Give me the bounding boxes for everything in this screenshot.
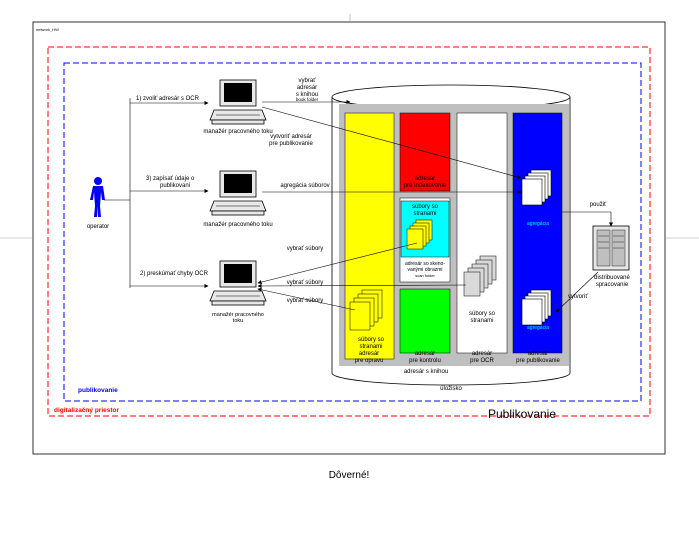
use-label: použiť <box>590 202 607 208</box>
correction-folder-label-1: adresár <box>359 351 379 357</box>
publishing-zone-label: publikovanie <box>78 387 118 394</box>
create-label: vytvoriť <box>568 294 588 300</box>
publishing-folder-label-2: pre publikovanie <box>516 358 560 364</box>
aggregation-bottom-label: agregácia <box>527 325 549 331</box>
indexing-folder-label-1: adresár <box>415 176 435 182</box>
create-publish-folder-arrow <box>261 106 522 180</box>
server-label-2: spracovanie <box>596 282 629 288</box>
distributed-server-icon <box>592 225 630 271</box>
correction-files-stack <box>349 289 383 331</box>
ocr-folder-label-1: adresár <box>472 351 492 357</box>
digitalization-zone <box>47 46 651 417</box>
message-6-label: vybrať súbory <box>287 298 324 304</box>
slide-title: Publikovanie <box>488 407 556 421</box>
action-3-label-2: publikovaní <box>160 183 191 189</box>
ocr-files-label-2: stranami <box>470 318 493 324</box>
operator-icon <box>90 177 105 217</box>
control-folder-label-1: adresár <box>415 351 435 357</box>
storage-label: úložisko <box>440 386 462 392</box>
message-1-tail: book folder <box>296 97 319 102</box>
correction-folder-label-2: pre opravu <box>355 358 384 364</box>
operator-label: operator <box>87 224 109 230</box>
ocr-folder-label-2: pre OCR <box>470 358 494 364</box>
workstation-2-label: manažér pracovného toku <box>203 222 272 228</box>
workstation-3-label: manažér pracovného <box>212 312 264 318</box>
correction-files-label-1: súbory so <box>358 337 385 343</box>
publishing-folder-label-1: adresár <box>528 351 548 357</box>
scan-folder-caption-3: scan folder <box>415 273 435 278</box>
indexing-folder-label-2: pre indexovanie <box>404 183 447 189</box>
indexing-folder-column <box>399 112 451 192</box>
digitalization-zone-label: digitalizačný priestor <box>54 407 119 414</box>
corner-label: network_HW <box>36 27 59 32</box>
action-1-label: 1) zvoliť adresár s OCR <box>136 96 200 102</box>
ocr-files-stack <box>463 255 497 297</box>
message-2-label-1: vytvoriť adresár <box>270 134 312 140</box>
message-3-label: agregácia súborov <box>280 183 329 189</box>
action-2-label: 2) preskúmať chyby OCR <box>140 271 209 277</box>
workstation-3-label-suffix: toku <box>233 318 243 324</box>
footer-label: Dôverné! <box>329 470 370 481</box>
correction-files-label-2: stranami <box>359 344 382 350</box>
message-1-label-3: s knihou <box>296 92 318 98</box>
scan-folder-caption-2: vanými obrazmi <box>407 267 442 273</box>
select-files-arrow-1 <box>257 242 418 285</box>
scan-files-label-1: súbory so <box>412 204 439 210</box>
publishing-zone <box>63 62 642 402</box>
control-folder-column <box>399 288 451 354</box>
scan-files-label-2: stranami <box>413 211 436 217</box>
select-files-arrow-2 <box>257 283 467 289</box>
control-folder-label-2: pre kontrolu <box>409 358 441 364</box>
aggregation-top-label: agregácia <box>527 221 549 227</box>
select-files-arrow-3 <box>257 287 356 311</box>
message-1-label-1: vybrať <box>299 78 317 84</box>
scan-folder-caption-1: adresár so skeno- <box>405 261 445 267</box>
book-folder-label: adresár s knihou <box>404 369 448 375</box>
scan-files-stack <box>406 219 433 250</box>
workstation-1-label: manažér pracovného toku <box>203 129 272 135</box>
ocr-folder-column <box>456 112 508 354</box>
message-2-label-2: pre publikovanie <box>269 141 313 147</box>
server-label-1: distribuované <box>594 275 630 281</box>
ocr-files-label-1: súbory so <box>469 311 496 317</box>
message-5-label: vybrať súbory <box>287 280 324 286</box>
create-arrow <box>555 271 599 313</box>
message-1-label-2: adresár <box>297 85 317 91</box>
message-4-label: vybrať súbory <box>287 246 324 252</box>
action-3-label-1: 3) zapísať údaje o <box>146 176 195 182</box>
